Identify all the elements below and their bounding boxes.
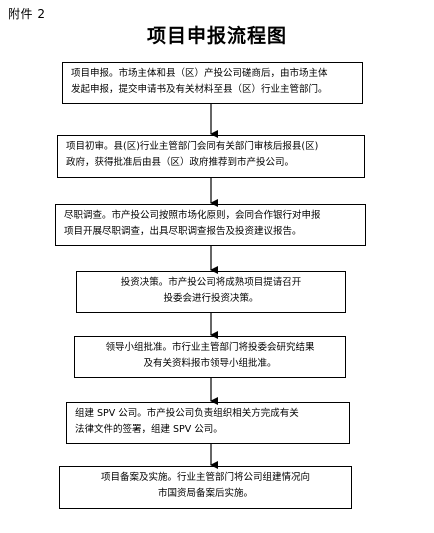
step-box-leading-group-approval: 领导小组批准。市行业主管部门将投委会研究结果 及有关资料报市领导小组批准。	[74, 336, 346, 378]
step-text-line: 尽职调查。市产投公司按照市场化原则，会同合作银行对申报	[64, 210, 321, 221]
step-text-line: 及有关资料报市领导小组批准。	[143, 358, 277, 369]
step-text-line: 项目备案及实施。行业主管部门将公司组建情况向	[100, 472, 310, 483]
step-text-line: 市国资局备案后实施。	[157, 488, 253, 499]
step-text-line: 法律文件的签署，组建 SPV 公司。	[75, 424, 223, 435]
step-text-line: 领导小组批准。市行业主管部门将投委会研究结果	[105, 342, 315, 353]
attachment-label: 附件 2	[8, 7, 46, 21]
step-text-line: 投委会进行投资决策。	[163, 293, 259, 304]
step-box-project-application: 项目申报。市场主体和县（区）产投公司磋商后，由市场主体 发起申报，提交申请书及有…	[62, 62, 363, 104]
step-text-line: 项目申报。市场主体和县（区）产投公司磋商后，由市场主体	[71, 68, 328, 79]
step-text-line: 项目初审。县(区)行业主管部门会同有关部门审核后报县(区)	[66, 141, 319, 152]
step-text-line: 组建 SPV 公司。市产投公司负责组织相关方完成有关	[75, 408, 299, 419]
step-text-line: 发起申报，提交申请书及有关材料至县（区）行业主管部门。	[71, 84, 328, 95]
step-text-line: 投资决策。市产投公司将成熟项目提请召开	[120, 277, 302, 288]
step-box-establish-spv: 组建 SPV 公司。市产投公司负责组织相关方完成有关 法律文件的签署，组建 SP…	[66, 402, 350, 444]
step-box-filing-implementation: 项目备案及实施。行业主管部门将公司组建情况向 市国资局备案后实施。	[59, 466, 352, 509]
step-text-line: 项目开展尽职调查，出具尽职调查报告及投资建议报告。	[64, 226, 302, 237]
step-box-preliminary-review: 项目初审。县(区)行业主管部门会同有关部门审核后报县(区) 政府，获得批准后由县…	[57, 135, 365, 178]
step-text-line: 政府，获得批准后由县（区）政府推荐到市产投公司。	[66, 157, 295, 168]
page-title: 项目申报流程图	[146, 25, 287, 47]
